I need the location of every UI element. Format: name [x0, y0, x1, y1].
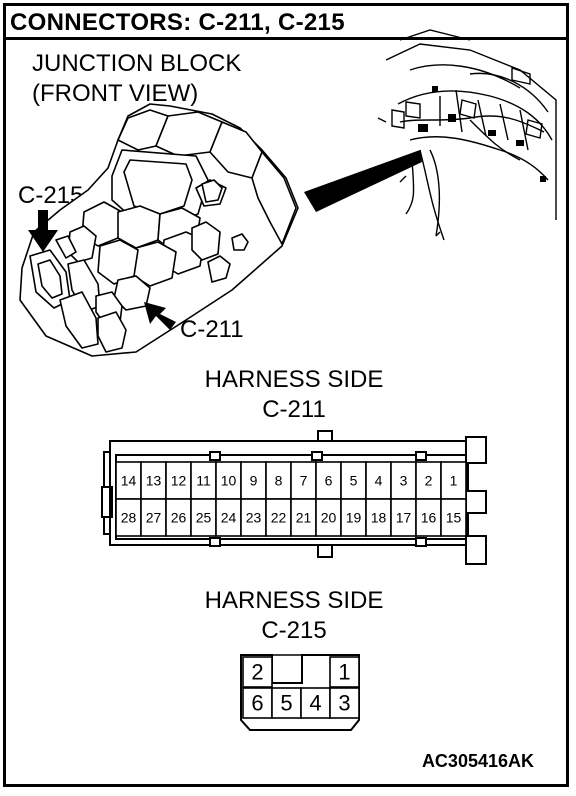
c211-pin-number: 3 — [400, 473, 408, 489]
view-title-line2: (FRONT VIEW) — [32, 80, 199, 107]
location-pointer — [304, 150, 422, 212]
page-title: CONNECTORS: C-211, C-215 — [10, 9, 345, 36]
c211-pin-number: 1 — [450, 473, 458, 489]
harness-connector-blobs — [418, 86, 546, 182]
c215-pin-cavity — [242, 656, 273, 688]
c211-pin-cavity — [415, 498, 442, 537]
c211-pin-number: 20 — [321, 510, 337, 526]
c215-arrow — [28, 210, 58, 252]
c215-side-label: HARNESS SIDE — [204, 587, 384, 614]
c211-pin-number: 12 — [171, 473, 187, 489]
c211-pin-number: 14 — [121, 473, 137, 489]
c211-pin-cavity — [365, 461, 392, 500]
c215-pin-number: 4 — [309, 691, 321, 716]
c211-pin-cavity — [340, 498, 367, 537]
c215-pin-cavity — [300, 687, 331, 719]
c211-pin-number: 26 — [171, 510, 187, 526]
c215-pin-number: 5 — [280, 691, 292, 716]
c211-pin-number: 21 — [296, 510, 312, 526]
c211-pin-number: 18 — [371, 510, 387, 526]
view-title-line1: JUNCTION BLOCK — [32, 50, 242, 77]
figure-frame — [3, 3, 569, 787]
c211-pin-number: 19 — [346, 510, 362, 526]
header-divider — [3, 37, 569, 40]
c211-pin-number: 6 — [325, 473, 333, 489]
c215-pin-number: 6 — [251, 691, 263, 716]
c211-pin-cavity — [115, 498, 142, 537]
c211-pin-number: 24 — [221, 510, 237, 526]
c211-pin-cavity — [440, 498, 467, 537]
c211-pin-cavity — [240, 498, 267, 537]
figure-code: AC305416AK — [421, 751, 534, 771]
c211-pin-number: 11 — [196, 473, 211, 489]
c211-arrow — [144, 302, 176, 330]
c211-pin-number: 10 — [221, 473, 237, 489]
c215-name: C-215 — [261, 617, 327, 644]
c211-pin-number: 2 — [425, 473, 433, 489]
c215-pin-number: 1 — [338, 660, 350, 685]
c215-pin-cavity — [242, 687, 273, 719]
c211-side-label: HARNESS SIDE — [204, 366, 384, 393]
c211-pin-number: 7 — [300, 473, 308, 489]
c211-pin-cavity — [315, 498, 342, 537]
junction-block-illustration — [19, 103, 299, 357]
c211-pin-number: 5 — [350, 473, 358, 489]
c211-pin-cavity — [440, 461, 467, 500]
c211-pin-cavity — [365, 498, 392, 537]
c211-pin-cavity — [265, 461, 292, 500]
callout-c211: C-211 — [180, 316, 244, 343]
c211-pin-cavity — [265, 498, 292, 537]
c211-pin-number: 23 — [246, 510, 262, 526]
vehicle-harness-illustration — [377, 29, 557, 241]
c211-pin-number: 8 — [275, 473, 283, 489]
c211-pin-cavity — [215, 461, 242, 500]
c211-pin-number: 17 — [396, 510, 412, 526]
c211-pin-number: 15 — [446, 510, 462, 526]
c211-pin-number: 22 — [271, 510, 287, 526]
c211-pin-number: 13 — [146, 473, 162, 489]
c211-pin-number: 9 — [250, 473, 258, 489]
c211-pin-number: 4 — [375, 473, 383, 489]
c211-pin-number: 28 — [121, 510, 137, 526]
c215-pin-number: 3 — [338, 691, 350, 716]
c211-pin-number: 16 — [421, 510, 437, 526]
c211-pin-number: 27 — [146, 510, 162, 526]
c211-name: C-211 — [262, 396, 326, 423]
c215-pin-cavity — [329, 656, 360, 688]
c215-pin-cavity — [329, 687, 360, 719]
c215-pin-number: 2 — [251, 660, 263, 685]
c211-pin-number: 25 — [196, 510, 212, 526]
